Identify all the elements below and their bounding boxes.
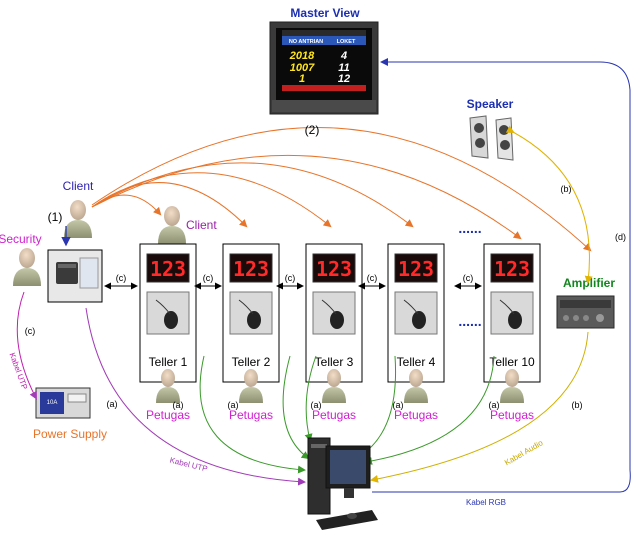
waiting-client-person-icon bbox=[158, 206, 186, 244]
chain-label-2: (c) bbox=[203, 273, 214, 283]
officer-label: Petugas bbox=[312, 408, 356, 422]
led-display bbox=[229, 253, 273, 283]
security-power-link: (c) Kabel UTP bbox=[8, 291, 37, 400]
amplifier-label: Amplifier bbox=[563, 276, 615, 290]
speaker-amp-link: (b) bbox=[505, 125, 593, 284]
security-label: Security bbox=[0, 232, 42, 246]
master-link-label: (d) bbox=[615, 232, 626, 242]
officer-person-icon bbox=[244, 369, 258, 387]
kabel-rgb-label: Kabel RGB bbox=[466, 498, 506, 507]
pc-workstation-icon bbox=[307, 437, 378, 530]
officer-label: Petugas bbox=[490, 408, 534, 422]
broadcast-step-label: (2) bbox=[305, 123, 320, 137]
speaker-amp-label: (b) bbox=[561, 184, 572, 194]
chain-label-4: (c) bbox=[367, 273, 378, 283]
teller-pc-links bbox=[199, 355, 495, 474]
led-display-number: 123 bbox=[398, 257, 434, 281]
teller-name: Teller 4 bbox=[397, 355, 436, 369]
led-display-number: 123 bbox=[150, 257, 186, 281]
master-view-counter-2: 11 bbox=[338, 62, 349, 74]
master-view-monitor: NO ANTRIAN LOKET 2018 4 1007 11 1 12 bbox=[269, 21, 379, 115]
teller-name: Teller 1 bbox=[149, 355, 188, 369]
led-display-number: 123 bbox=[233, 257, 269, 281]
officer-person-icon bbox=[409, 369, 423, 387]
teller-name: Teller 10 bbox=[489, 355, 535, 369]
master-view-counter-3: 12 bbox=[338, 73, 350, 85]
chain-label-5: (c) bbox=[463, 273, 474, 283]
teller-name: Teller 3 bbox=[315, 355, 354, 369]
tellers-ellipsis-bottom: ...... bbox=[458, 313, 481, 329]
master-view-header-queue: NO ANTRIAN bbox=[289, 39, 323, 45]
amp-pc-label: (b) bbox=[572, 400, 583, 410]
waiting-client-label: Client bbox=[186, 218, 217, 232]
tellers-ellipsis-top: ...... bbox=[458, 220, 481, 236]
speaker-label: Speaker bbox=[467, 97, 514, 111]
teller-link-label: (a) bbox=[489, 400, 500, 410]
svg-text:10A: 10A bbox=[47, 400, 58, 406]
master-view-counter-1: 4 bbox=[340, 50, 347, 62]
kabel-utp-power-label: Kabel UTP bbox=[8, 351, 30, 390]
call-button-icon bbox=[247, 311, 261, 329]
led-display-number: 123 bbox=[316, 257, 352, 281]
led-display bbox=[394, 253, 438, 283]
printer-pc-link-label: (a) bbox=[107, 399, 118, 409]
client-person-icon bbox=[64, 200, 92, 238]
kabel-utp-pc-label: Kabel UTP bbox=[169, 456, 209, 474]
master-view-title: Master View bbox=[290, 6, 360, 20]
amplifier-icon bbox=[556, 295, 615, 329]
master-view-queue-1: 2018 bbox=[289, 50, 315, 62]
officer-label: Petugas bbox=[229, 408, 273, 422]
master-view-queue-3: 1 bbox=[299, 73, 305, 85]
pc-master-link: (d) Kabel RGB bbox=[372, 58, 631, 507]
officer-person-icon bbox=[161, 369, 175, 387]
led-display bbox=[312, 253, 356, 283]
teller-name: Teller 2 bbox=[232, 355, 271, 369]
officer-person-icon bbox=[327, 369, 341, 387]
officer-label: Petugas bbox=[146, 408, 190, 422]
power-supply-icon: 10A bbox=[35, 387, 91, 419]
ticket-printer-icon bbox=[47, 249, 103, 303]
led-display bbox=[146, 253, 190, 283]
officer-label: Petugas bbox=[394, 408, 438, 422]
led-display-number: 123 bbox=[494, 257, 530, 281]
master-view-header-counter: LOKET bbox=[337, 39, 356, 45]
call-button-icon bbox=[508, 311, 522, 329]
master-view-queue-2: 1007 bbox=[290, 62, 315, 74]
teller-link-label: (a) bbox=[311, 400, 322, 410]
officer-person-icon bbox=[505, 369, 519, 387]
teller-link-label: (a) bbox=[228, 400, 239, 410]
client-label: Client bbox=[63, 179, 94, 193]
call-button-icon bbox=[164, 311, 178, 329]
teller-link-label: (a) bbox=[173, 400, 184, 410]
teller-link-label: (a) bbox=[393, 400, 404, 410]
security-person-icon bbox=[13, 248, 41, 286]
power-link-label: (c) bbox=[25, 326, 36, 336]
speaker-icon bbox=[469, 115, 514, 161]
power-supply-label: Power Supply bbox=[33, 427, 107, 441]
chain-label-1: (c) bbox=[116, 273, 127, 283]
call-button-icon bbox=[330, 311, 344, 329]
client-step-label: (1) bbox=[48, 210, 63, 224]
kabel-audio-label: Kabel Audio bbox=[503, 438, 545, 467]
call-button-icon bbox=[412, 311, 426, 329]
chain-label-3: (c) bbox=[285, 273, 296, 283]
